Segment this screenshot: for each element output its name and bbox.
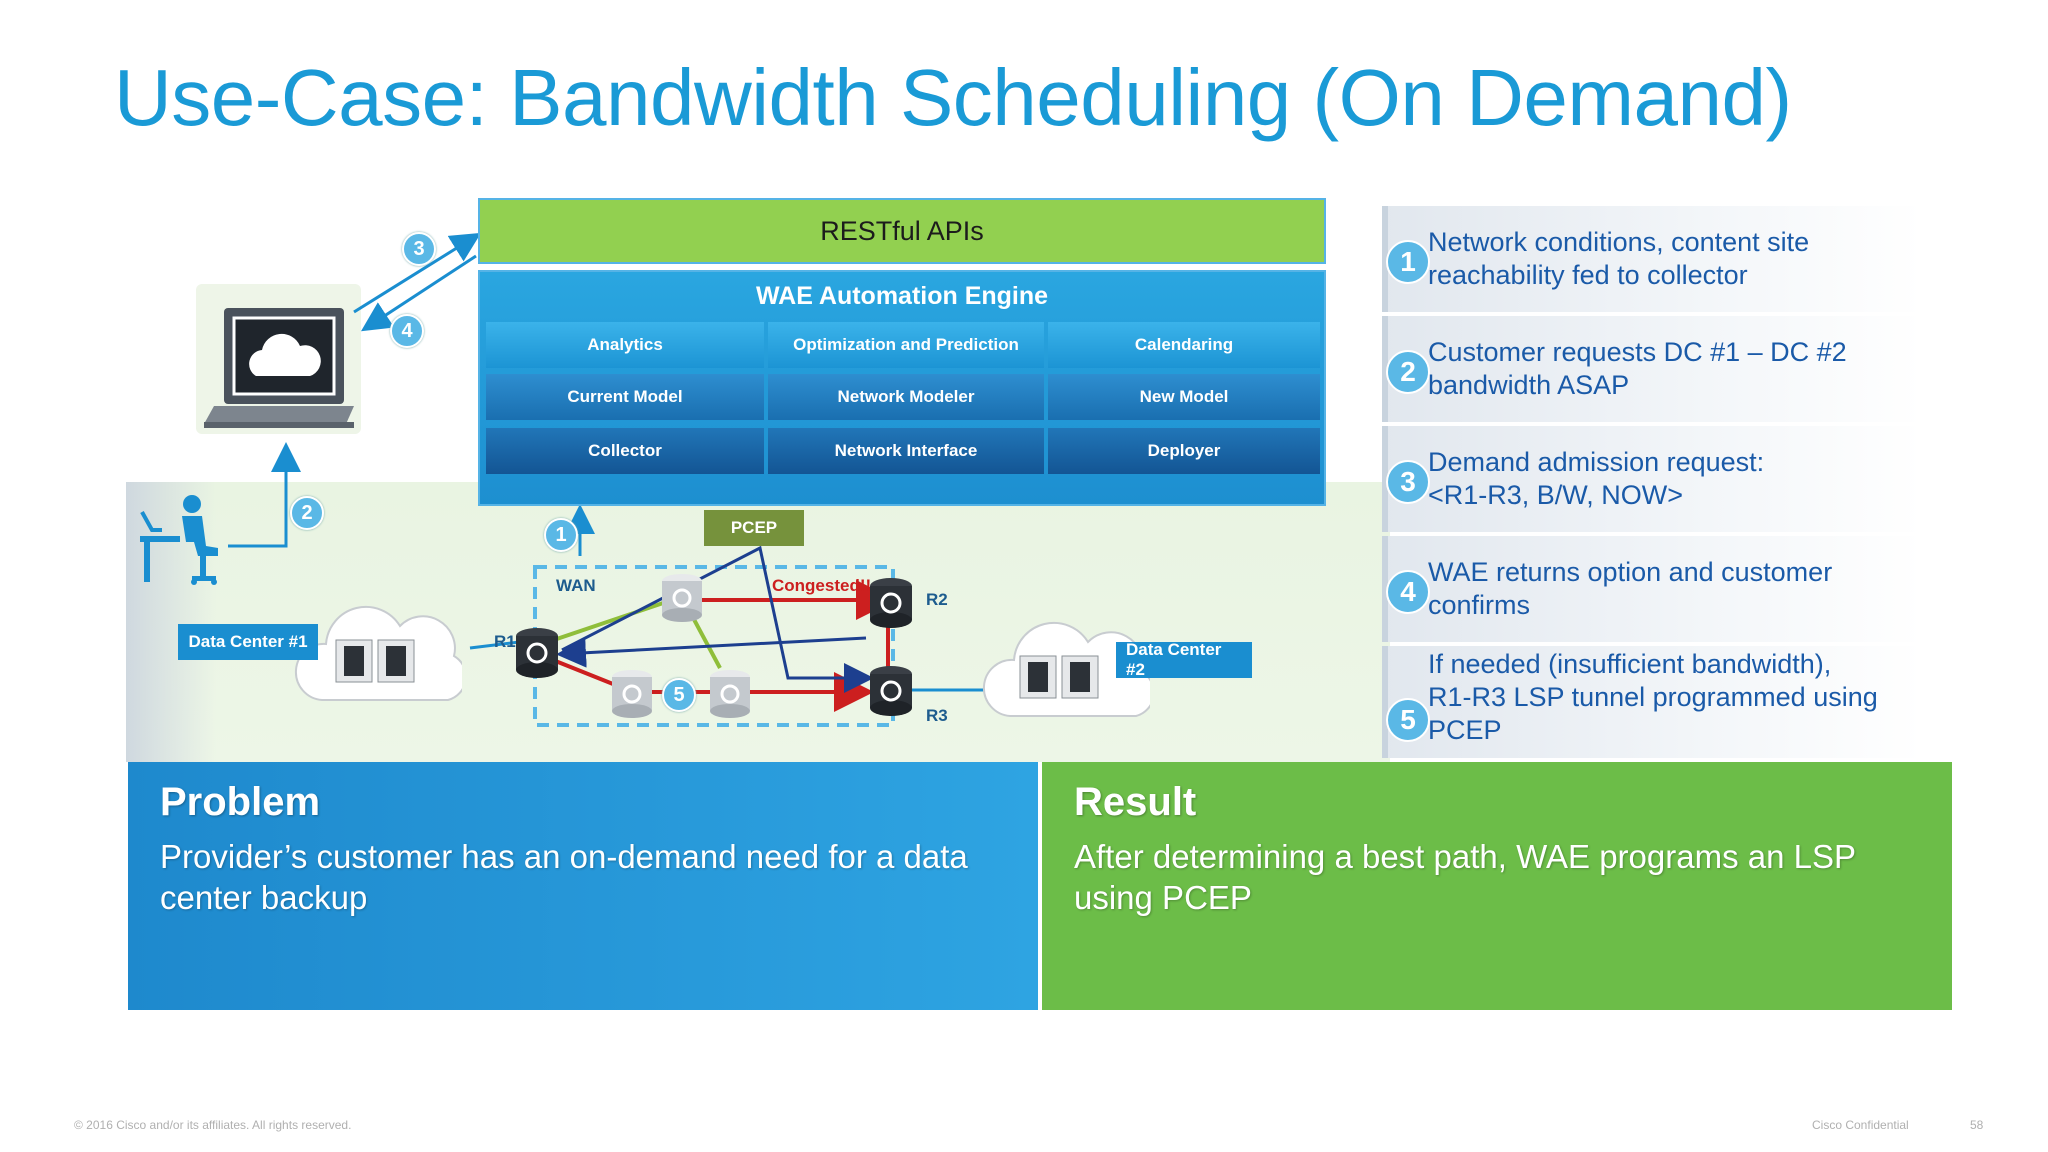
module-calendaring: Calendaring (1048, 322, 1320, 368)
step-1: 1 Network conditions, content site reach… (1382, 206, 1922, 312)
module-current-model: Current Model (486, 374, 764, 420)
restful-api-layer: RESTful APIs (478, 198, 1326, 264)
module-optimization: Optimization and Prediction (768, 322, 1044, 368)
step-text: Customer requests DC #1 – DC #2 bandwidt… (1428, 337, 1847, 400)
confidential-footer: Cisco Confidential (1812, 1118, 1909, 1132)
step-number: 4 (1386, 570, 1430, 614)
step-number: 3 (1386, 460, 1430, 504)
wae-engine-title: WAE Automation Engine (755, 282, 1049, 310)
marker-4: 4 (390, 314, 424, 348)
module-network-modeler: Network Modeler (768, 374, 1044, 420)
module-deployer: Deployer (1048, 428, 1320, 474)
module-collector: Collector (486, 428, 764, 474)
problem-panel: Problem Provider’s customer has an on-de… (128, 762, 1038, 1010)
module-analytics: Analytics (486, 322, 764, 368)
router-r2-label: R2 (926, 590, 948, 609)
router-r1-label: R1 (494, 632, 516, 651)
congested-label: Congested!! (772, 576, 872, 595)
marker-3: 3 (402, 232, 436, 266)
module-new-model: New Model (1048, 374, 1320, 420)
router-icon (870, 578, 912, 628)
router-icon (612, 670, 652, 718)
step-number: 1 (1386, 240, 1430, 284)
wan-label: WAN (556, 576, 596, 595)
wae-engine: WAE Automation Engine Analytics Optimiza… (478, 270, 1326, 506)
slide-title: Use-Case: Bandwidth Scheduling (On Deman… (114, 53, 1792, 142)
copyright-footer: © 2016 Cisco and/or its affiliates. All … (74, 1118, 352, 1132)
router-icon (710, 670, 750, 718)
result-heading: Result (1074, 780, 1197, 824)
step-2: 2 Customer requests DC #1 – DC #2 bandwi… (1382, 316, 1922, 422)
router-icon (662, 574, 702, 622)
result-body: After determining a best path, WAE progr… (1074, 838, 1856, 916)
data-center-2-label: Data Center #2 (1116, 640, 1252, 679)
step-text: If needed (insufficient bandwidth), R1-R… (1428, 649, 1878, 745)
marker-2: 2 (290, 496, 324, 530)
router-icon (870, 666, 912, 716)
step-text: Demand admission request: <R1-R3, B/W, N… (1428, 447, 1765, 510)
module-network-interface: Network Interface (768, 428, 1044, 474)
marker-5: 5 (662, 678, 696, 712)
problem-heading: Problem (160, 780, 321, 824)
step-4: 4 WAE returns option and customer confir… (1382, 536, 1922, 642)
page-number: 58 (1970, 1118, 1984, 1132)
data-center-1-label: Data Center #1 (178, 624, 318, 660)
router-icon (516, 628, 558, 678)
laptop-cloud-icon (196, 284, 361, 434)
step-text: WAE returns option and customer confirms (1428, 557, 1833, 620)
step-5: 5 If needed (insufficient bandwidth), R1… (1382, 646, 1922, 758)
user-at-desk-icon (140, 495, 218, 585)
problem-body: Provider’s customer has an on-demand nee… (160, 838, 968, 916)
cloud-servers-icon (983, 621, 1150, 717)
result-panel: Result After determining a best path, WA… (1042, 762, 1952, 1010)
step-3: 3 Demand admission request: <R1-R3, B/W,… (1382, 426, 1922, 532)
marker-1: 1 (544, 518, 578, 552)
cloud-servers-icon (295, 605, 462, 701)
step-number: 5 (1386, 698, 1430, 742)
step-number: 2 (1386, 350, 1430, 394)
step-text: Network conditions, content site reachab… (1428, 227, 1810, 290)
router-r3-label: R3 (926, 706, 948, 725)
pcep-label: PCEP (704, 510, 804, 546)
